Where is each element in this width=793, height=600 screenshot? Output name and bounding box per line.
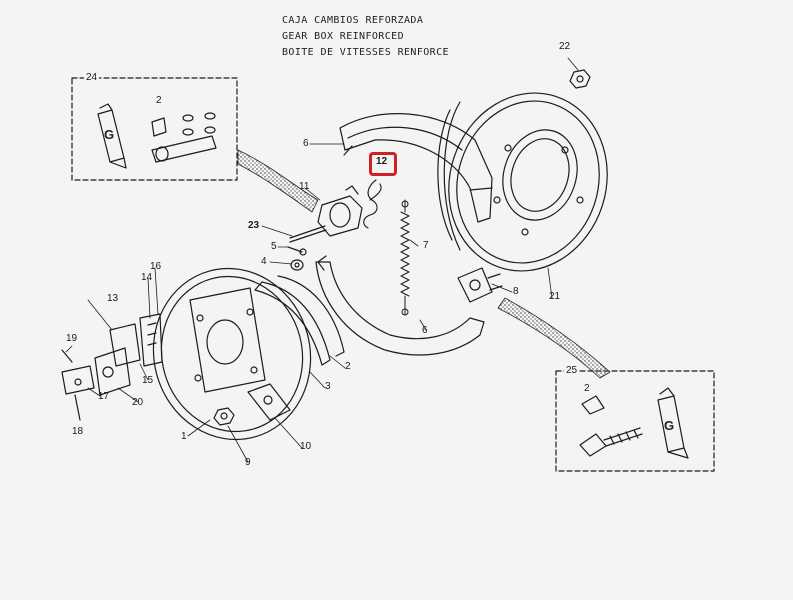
- kit-25-box: [555, 370, 715, 472]
- adjuster-8: [457, 267, 503, 303]
- callout-9: 9: [245, 457, 251, 468]
- bleed-pipe: [289, 225, 327, 243]
- callout-22: 22: [559, 41, 571, 52]
- callout-12: 12: [376, 156, 388, 167]
- callout-13: 13: [107, 293, 119, 304]
- return-spring-7: [400, 199, 410, 316]
- callout-17: 17: [98, 391, 110, 402]
- brake-shoe-lower: [315, 255, 485, 356]
- callout-21: 21: [549, 291, 561, 302]
- callout-5: 5: [271, 241, 277, 252]
- title-spanish: CAJA CAMBIOS REFORZADA: [282, 15, 424, 26]
- kit-24-tube-letter: G: [104, 127, 115, 142]
- kit-25-grease-tube: [657, 387, 689, 459]
- callout-15: 15: [142, 375, 154, 386]
- pin-19: [61, 349, 73, 363]
- wheel-nut: [569, 69, 591, 89]
- callout-6-lower: 6: [422, 325, 428, 336]
- callout-16: 16: [150, 261, 162, 272]
- brake-drum: [437, 92, 608, 272]
- handbrake-lever: [109, 313, 163, 367]
- washer-4: [290, 259, 304, 271]
- callout-2-lining: 2: [345, 361, 351, 372]
- highlight-box-12: [369, 152, 397, 176]
- callout-4: 4: [261, 256, 267, 267]
- callout-11: 11: [299, 181, 310, 192]
- callout-7: 7: [423, 240, 429, 251]
- nut-9: [213, 407, 235, 426]
- cable-ribbon-top: [237, 149, 319, 213]
- kit-24-clips: [151, 112, 217, 163]
- spring-12: [363, 179, 382, 229]
- kit-24-box: [71, 77, 238, 181]
- wheel-cylinder: [317, 185, 363, 237]
- pin-18: [74, 394, 81, 421]
- callout-23: 23: [248, 220, 260, 231]
- title-french: BOITE DE VITESSES RENFORCE: [282, 47, 449, 58]
- callout-6-upper: 6: [303, 138, 309, 149]
- title-english: GEAR BOX REINFORCED: [282, 31, 404, 42]
- kit-24-item-label: 2: [156, 95, 162, 106]
- callout-1: 1: [181, 431, 187, 442]
- bolt-5: [287, 246, 307, 256]
- callout-20: 20: [132, 397, 144, 408]
- callout-10: 10: [300, 441, 312, 452]
- callout-14: 14: [141, 272, 153, 283]
- brake-shoe-upper: [339, 113, 493, 223]
- kit-25-item-label: 2: [584, 383, 590, 394]
- kit-24-label: 24: [84, 72, 100, 83]
- kit-25-tube-letter: G: [664, 418, 675, 433]
- callout-19: 19: [66, 333, 78, 344]
- backplate: [152, 267, 312, 441]
- cable-ribbon-bottom: [497, 297, 611, 379]
- kit-25-label: 25: [564, 365, 580, 376]
- clevis-17: [61, 365, 95, 395]
- callout-8: 8: [513, 286, 519, 297]
- callout-18: 18: [72, 426, 84, 437]
- brake-lining: [254, 275, 345, 366]
- adjuster-10: [247, 383, 291, 421]
- callout-3: 3: [325, 381, 331, 392]
- kit-25-bleeder: [579, 395, 643, 457]
- bracket-20: [94, 347, 131, 396]
- kit-24-grease-tube: [97, 103, 127, 169]
